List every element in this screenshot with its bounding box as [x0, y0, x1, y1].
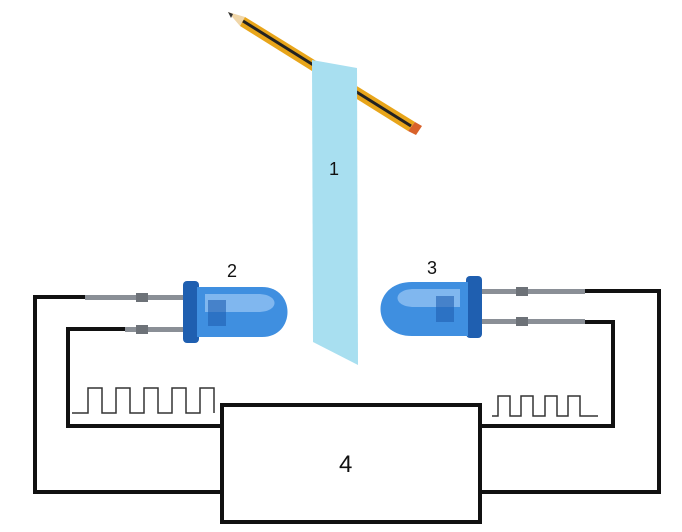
control-unit-box — [220, 403, 482, 524]
label-receiver: 3 — [427, 258, 437, 278]
wire-right-outer — [480, 289, 661, 494]
led-emitter-icon — [85, 281, 288, 343]
label-strip: 1 — [329, 159, 339, 179]
square-wave-left — [72, 387, 215, 414]
led-receiver-icon — [380, 276, 585, 338]
label-unit: 4 — [339, 451, 352, 478]
paper-strip — [312, 60, 358, 365]
label-emitter: 2 — [227, 261, 237, 281]
wire-right-inner — [480, 320, 615, 428]
wire-left-inner — [66, 327, 222, 428]
square-wave-right — [492, 395, 598, 417]
wire-left-outer — [33, 295, 222, 494]
wiring — [33, 289, 661, 494]
